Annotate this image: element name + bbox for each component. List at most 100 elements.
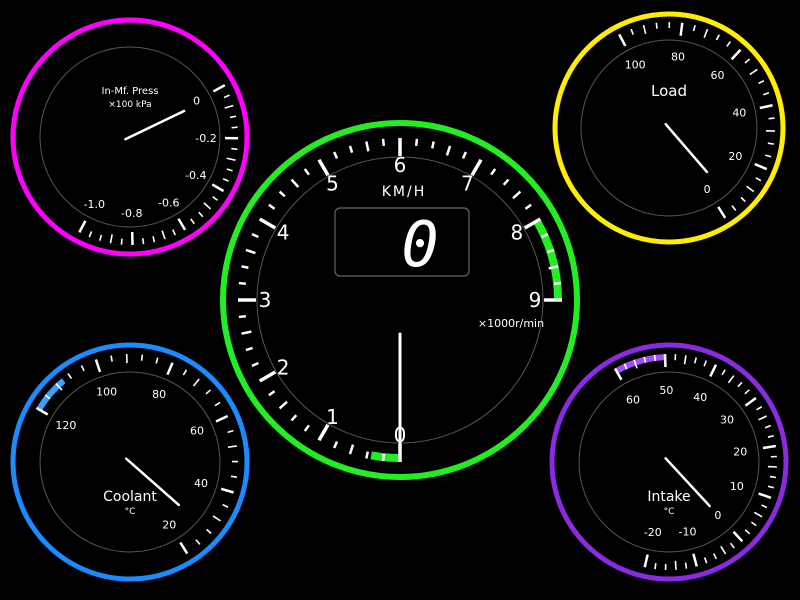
intake-minor-tick (769, 475, 777, 479)
tach-tick-label: 3 (259, 288, 272, 312)
tach-major-tick (258, 370, 277, 383)
tach-minor-tick (512, 190, 522, 200)
tach-tick-label: 8 (511, 221, 524, 245)
load-gauge-ring (552, 11, 786, 245)
boost-gauge-tick-labels: -1.0-0.8-0.6-0.4-0.20 (84, 95, 217, 220)
tach-major-tick (317, 158, 330, 177)
boost-minor-tick (161, 230, 166, 240)
intake-minor-tick (654, 563, 657, 570)
tach-minor-tick (461, 151, 468, 159)
coolant-gauge-unit: °C (125, 507, 136, 517)
tach-minor-tick (290, 414, 298, 422)
coolant-minor-tick (140, 354, 144, 361)
intake-gauge-unit: °C (664, 507, 675, 517)
load-minor-tick (749, 68, 758, 76)
load-major-tick (679, 22, 684, 36)
boost-minor-tick (88, 231, 93, 238)
tachometer-idle-arc (370, 451, 401, 462)
tach-minor-tick (502, 178, 510, 186)
load-major-tick (759, 104, 773, 110)
tachometer-gauge: 0123456789 KM/H 0 ×1000r/min (220, 120, 580, 480)
tach-tick-label: 9 (529, 288, 542, 312)
tach-minor-tick (251, 361, 259, 368)
tachometer-ring (220, 120, 580, 480)
intake-minor-tick (753, 511, 763, 518)
coolant-minor-tick (212, 515, 221, 522)
intake-minor-tick (744, 389, 750, 395)
coolant-gauge-ticks (35, 354, 239, 555)
coolant-minor-tick (192, 378, 200, 387)
tach-minor-tick (268, 390, 276, 397)
boost-gauge-needle (124, 109, 186, 141)
coolant-minor-tick (195, 539, 201, 545)
tachometer-redline-arc (533, 219, 562, 301)
intake-minor-tick (703, 557, 708, 564)
intake-minor-tick (727, 375, 735, 384)
coolant-tick-label: 80 (152, 388, 166, 401)
coolant-tick-label: 120 (55, 419, 76, 432)
coolant-minor-tick (67, 373, 73, 379)
boost-minor-tick (109, 234, 113, 244)
intake-tick-label: 0 (714, 509, 721, 522)
intake-minor-tick (720, 545, 727, 555)
speed-display-box (334, 207, 470, 277)
coolant-tick-label: 60 (190, 424, 204, 437)
intake-minor-tick (683, 355, 687, 365)
load-minor-tick (746, 185, 755, 193)
intake-major-tick (758, 492, 772, 500)
coolant-minor-tick (206, 528, 212, 534)
load-minor-tick (703, 28, 709, 38)
tach-minor-tick (238, 281, 246, 286)
coolant-gauge-inner-ring (39, 371, 221, 553)
load-tick-label: 80 (671, 51, 685, 64)
coolant-minor-tick (55, 382, 63, 391)
tach-major-tick (470, 158, 483, 177)
load-minor-tick (630, 28, 634, 35)
load-tick-label: 0 (704, 183, 711, 196)
tach-minor-tick (381, 138, 386, 146)
load-tick-label: 60 (711, 69, 725, 82)
coolant-minor-tick (80, 365, 85, 372)
tach-minor-tick (278, 190, 286, 198)
intake-minor-tick (756, 406, 763, 411)
coolant-major-tick (220, 487, 234, 494)
boost-tick-label: -0.8 (121, 207, 142, 220)
tach-minor-tick (303, 424, 310, 432)
coolant-minor-tick (205, 389, 211, 395)
boost-minor-tick (231, 126, 238, 129)
boost-gauge-inner-ring (39, 46, 221, 228)
intake-minor-tick (767, 434, 774, 438)
intake-major-tick (643, 554, 649, 568)
tach-major-tick (258, 217, 277, 230)
intake-minor-tick (643, 356, 647, 363)
intake-minor-tick (684, 562, 688, 569)
load-minor-tick (765, 154, 772, 158)
boost-minor-tick (190, 218, 195, 225)
boost-minor-tick (203, 202, 212, 210)
tach-minor-tick (332, 441, 339, 449)
intake-gauge-ring (549, 342, 789, 582)
coolant-gauge-needle (124, 457, 181, 507)
tach-tick-label: 4 (277, 221, 290, 245)
intake-gauge-needle (664, 457, 711, 508)
intake-minor-tick (737, 381, 743, 388)
intake-accent-arc-segment (615, 354, 666, 374)
tach-minor-tick (490, 168, 497, 176)
boost-minor-tick (229, 115, 237, 119)
tachometer-ticks (238, 138, 562, 462)
coolant-tick-label: 40 (194, 477, 208, 490)
tach-minor-tick (241, 330, 252, 335)
load-minor-tick (715, 34, 720, 41)
intake-major-tick (692, 553, 698, 567)
load-minor-tick (740, 196, 746, 203)
coolant-minor-tick (155, 357, 159, 364)
boost-gauge: -1.0-0.8-0.6-0.4-0.20 In-Mf. Press ×100 … (10, 17, 250, 257)
boost-minor-tick (198, 211, 204, 218)
coolant-warning-arc (36, 378, 66, 412)
intake-minor-tick (674, 560, 677, 570)
coolant-minor-tick (222, 503, 229, 508)
